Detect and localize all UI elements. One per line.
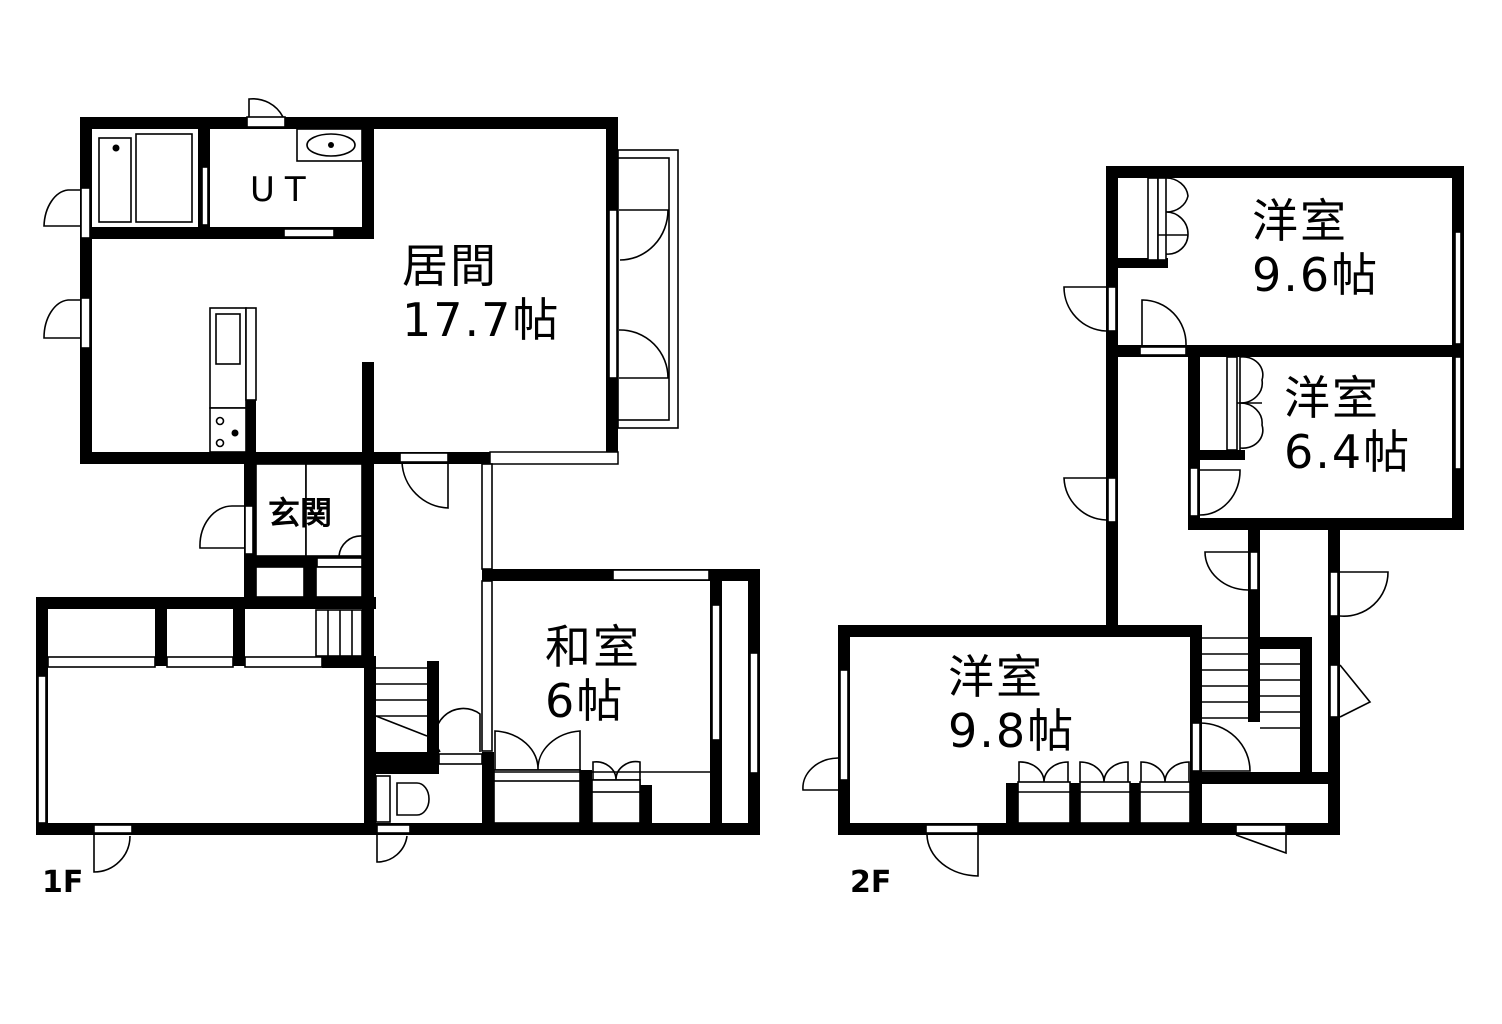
room-label-living: 居間 17.7帖 — [402, 243, 560, 343]
room-label-western-9-6: 洋室 9.6帖 — [1252, 198, 1379, 298]
room-name: 玄関 — [268, 494, 333, 532]
room-label-western-6-4: 洋室 6.4帖 — [1284, 375, 1411, 475]
floor-1f-fixtures — [37, 116, 759, 834]
room-label-western-9-8: 洋室 9.8帖 — [948, 654, 1075, 754]
room-label-ut: UT — [250, 173, 316, 207]
room-size: 17.7帖 — [402, 293, 561, 347]
room-size: 9.6帖 — [1252, 248, 1380, 302]
room-size: 6.4帖 — [1284, 425, 1412, 479]
floor-2f-fixtures — [839, 177, 1462, 834]
room-name: 洋室 — [1252, 194, 1348, 248]
floor-label-1f: 1F — [42, 865, 84, 900]
room-name: 洋室 — [1284, 371, 1380, 425]
room-size: 9.8帖 — [948, 704, 1076, 758]
room-label-washitsu: 和室 6帖 — [545, 624, 641, 724]
floor-1f-door-swings — [43, 97, 669, 873]
room-name: 洋室 — [948, 650, 1044, 704]
room-label-entrance: 玄関 — [268, 497, 332, 529]
floor-label-2f: 2F — [850, 865, 892, 900]
room-name: 和室 — [545, 620, 641, 674]
room-name: 居間 — [402, 239, 498, 293]
floor-2f-door-swings — [802, 177, 1389, 877]
room-name: UT — [250, 170, 316, 210]
room-size: 6帖 — [545, 674, 625, 728]
